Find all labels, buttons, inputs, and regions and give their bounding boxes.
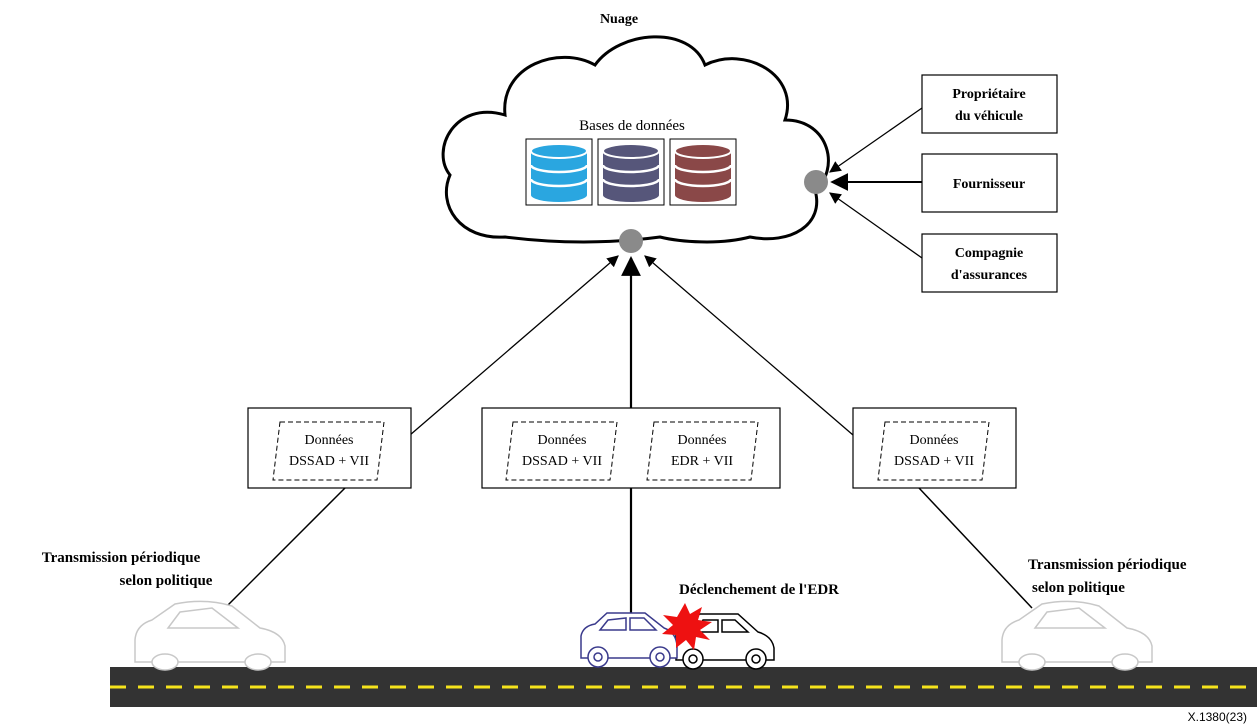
right-packet-line1: Données bbox=[910, 433, 959, 448]
cloud-title: Nuage bbox=[600, 12, 638, 27]
database-slate-icon bbox=[597, 138, 665, 206]
crashed-car-rear bbox=[580, 612, 678, 668]
left-packet-line1: Données bbox=[305, 433, 354, 448]
right-car-link bbox=[918, 487, 1033, 609]
databases-group bbox=[525, 138, 737, 206]
insurer-label-line2: d'assurances bbox=[951, 268, 1028, 283]
collision-explosion-icon bbox=[662, 603, 712, 650]
supplier-label: Fournisseur bbox=[953, 177, 1025, 192]
insurer-box: Compagnie d'assurances bbox=[921, 233, 1058, 293]
right-transmission-line2: selon politique bbox=[1032, 580, 1125, 596]
database-brown-icon bbox=[669, 138, 737, 206]
center-packet-b-line1: Données bbox=[678, 433, 727, 448]
databases-label: Bases de données bbox=[579, 118, 685, 134]
center-packet-box: Données DSSAD + VII Données EDR + VII bbox=[481, 407, 781, 489]
right-ghost-car bbox=[1001, 600, 1153, 671]
right-packet-box: Données DSSAD + VII bbox=[852, 407, 1017, 489]
cloud-bottom-node bbox=[619, 229, 643, 253]
left-packet-box: Données DSSAD + VII bbox=[247, 407, 412, 489]
right-transmission-line1: Transmission périodique bbox=[1028, 557, 1187, 573]
left-transmission-line2: selon politique bbox=[120, 573, 213, 589]
left-uplink-arrow bbox=[409, 255, 619, 436]
insurer-arrow bbox=[829, 192, 923, 259]
center-packet-b-line2: EDR + VII bbox=[671, 454, 733, 469]
right-uplink-arrow bbox=[644, 255, 854, 436]
insurer-label-line1: Compagnie bbox=[955, 246, 1023, 261]
database-cyan-icon bbox=[525, 138, 593, 206]
right-packet-line2: DSSAD + VII bbox=[894, 454, 974, 469]
cloud-right-node bbox=[804, 170, 828, 194]
center-packet-a-line2: DSSAD + VII bbox=[522, 454, 602, 469]
left-transmission-line1: Transmission périodique bbox=[42, 550, 201, 566]
left-car-link bbox=[224, 487, 346, 609]
left-ghost-car bbox=[134, 600, 286, 671]
road bbox=[110, 667, 1257, 707]
center-packet-a-line1: Données bbox=[538, 433, 587, 448]
owner-label-line1: Propriétaire bbox=[952, 87, 1025, 102]
owner-label-line2: du véhicule bbox=[955, 109, 1023, 124]
figure-id: X.1380(23) bbox=[1188, 710, 1247, 724]
supplier-box: Fournisseur bbox=[921, 153, 1058, 213]
left-packet-line2: DSSAD + VII bbox=[289, 454, 369, 469]
owner-arrow bbox=[829, 107, 923, 173]
edr-trigger-label: Déclenchement de l'EDR bbox=[679, 582, 839, 598]
owner-box: Propriétaire du véhicule bbox=[921, 74, 1058, 134]
